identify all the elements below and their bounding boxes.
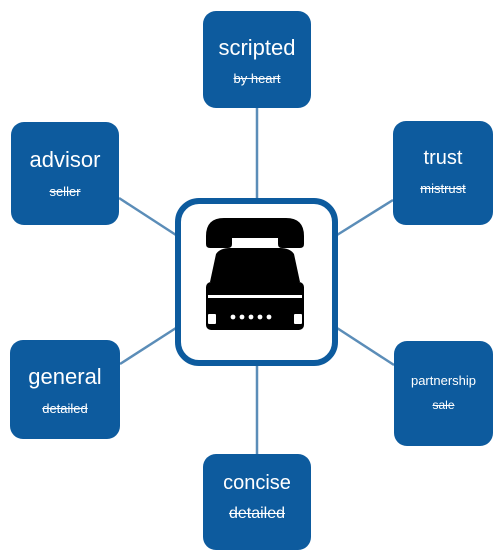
node-partnership: partnership sale [394,341,493,446]
connector-general [119,326,177,366]
node-general: general detailed [10,340,120,439]
node-advisor-label: advisor [29,147,101,172]
center-hub [175,198,338,366]
node-trust: trust mistrust [393,121,493,225]
connector-advisor [118,196,177,237]
connector-partnership [336,326,395,367]
node-concise-struck-label: detailed [228,505,286,522]
node-general-struck-label: detailed [42,401,88,417]
node-general-label: general [28,364,102,389]
connector-trust [336,198,394,237]
node-partnership-label: partnership [410,373,477,388]
node-concise: concise detailed [203,454,311,550]
node-scripted: scripted by heart [203,11,311,108]
node-advisor-struck-label: seller [49,184,81,200]
node-trust-struck-label: mistrust [420,181,466,196]
node-partnership-struck-label: sale [432,398,455,413]
node-scripted-struck-label: by heart [233,71,281,87]
node-concise-label: concise [223,472,291,494]
telephone-icon [206,218,304,330]
node-advisor: advisor seller [11,122,119,225]
node-trust-label: trust [423,147,463,169]
node-scripted-label: scripted [218,35,296,60]
